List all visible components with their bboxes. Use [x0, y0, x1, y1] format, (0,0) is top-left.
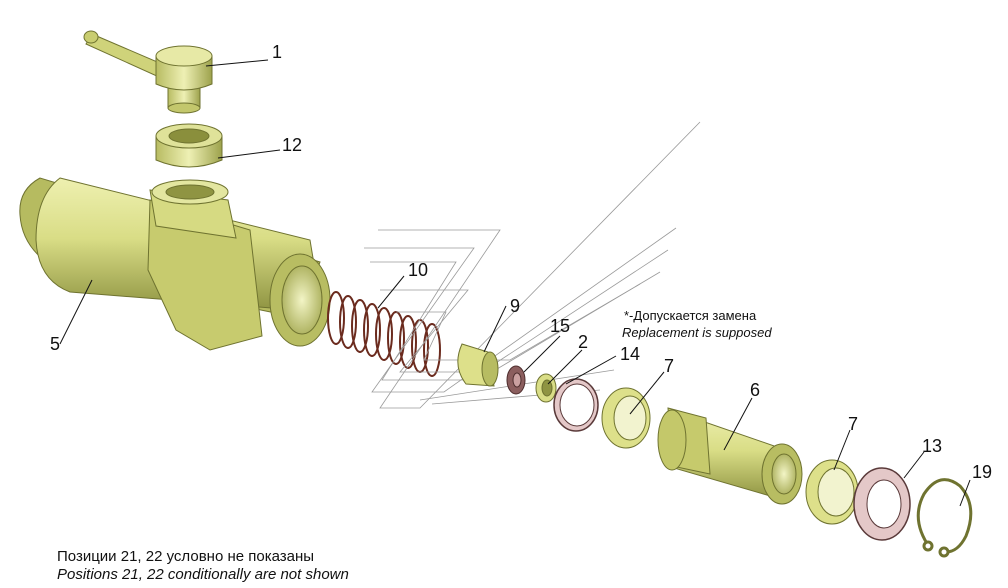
callout-1: 1	[272, 42, 282, 62]
part-15-ring	[506, 365, 526, 395]
callout-7-right: 7	[848, 414, 858, 434]
callout-10: 10	[408, 260, 428, 280]
callout-19: 19	[972, 462, 992, 482]
guide-lines	[364, 121, 701, 409]
part-10-spring	[327, 291, 441, 377]
part-1-lever-cap	[83, 30, 213, 114]
callout-5: 5	[50, 334, 60, 354]
part-13-ring	[853, 467, 911, 541]
callout-14: 14	[620, 344, 640, 364]
callout-9: 9	[510, 296, 520, 316]
caption-ru-text: Позиции 21, 22 условно не показаны	[57, 548, 314, 565]
part-9-sleeve	[457, 343, 499, 387]
callout-6: 6	[750, 380, 760, 400]
part-7-seal-left	[601, 387, 651, 449]
callout-15: 15	[550, 316, 570, 336]
leader-lines	[59, 59, 971, 507]
callout-7-left: 7	[664, 356, 674, 376]
part-2-washer	[535, 373, 557, 403]
part-19-snap-ring	[916, 478, 973, 558]
part-7-seal-right	[805, 459, 859, 525]
part-5-housing	[19, 177, 331, 351]
part-6-piston	[657, 407, 803, 505]
callout-labels: 1 12 5 10 9 15 2 14 7 6 7 13 19	[50, 42, 992, 482]
callout-12: 12	[282, 135, 302, 155]
replacement-note: *-Допускается замена Replacement is supp…	[622, 308, 772, 340]
callout-13: 13	[922, 436, 942, 456]
note-ru: *-Допускается замена	[624, 308, 757, 323]
part-14-ring	[553, 378, 599, 432]
caption-en-text: Positions 21, 22 conditionally are not s…	[57, 566, 349, 583]
callout-2: 2	[578, 332, 588, 352]
part-12-bushing	[155, 123, 223, 168]
note-en: Replacement is supposed	[622, 325, 772, 340]
